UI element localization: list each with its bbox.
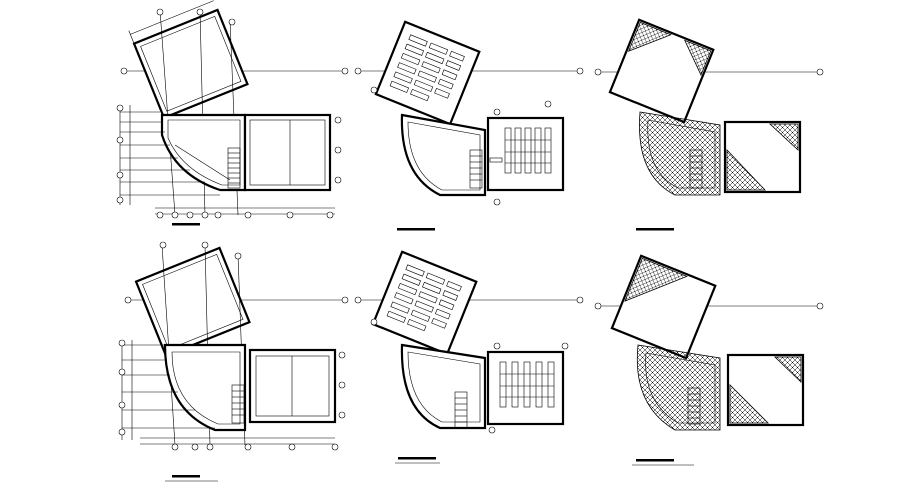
plan-top-right: [594, 18, 824, 231]
plan-top-middle: [354, 20, 584, 231]
plan-bottom-left: [118, 241, 349, 482]
plan-bottom-middle: [354, 250, 584, 464]
plan-top-left: [116, 0, 349, 226]
plan-title-bar: [172, 223, 200, 226]
plan-bottom-right: [594, 254, 824, 466]
